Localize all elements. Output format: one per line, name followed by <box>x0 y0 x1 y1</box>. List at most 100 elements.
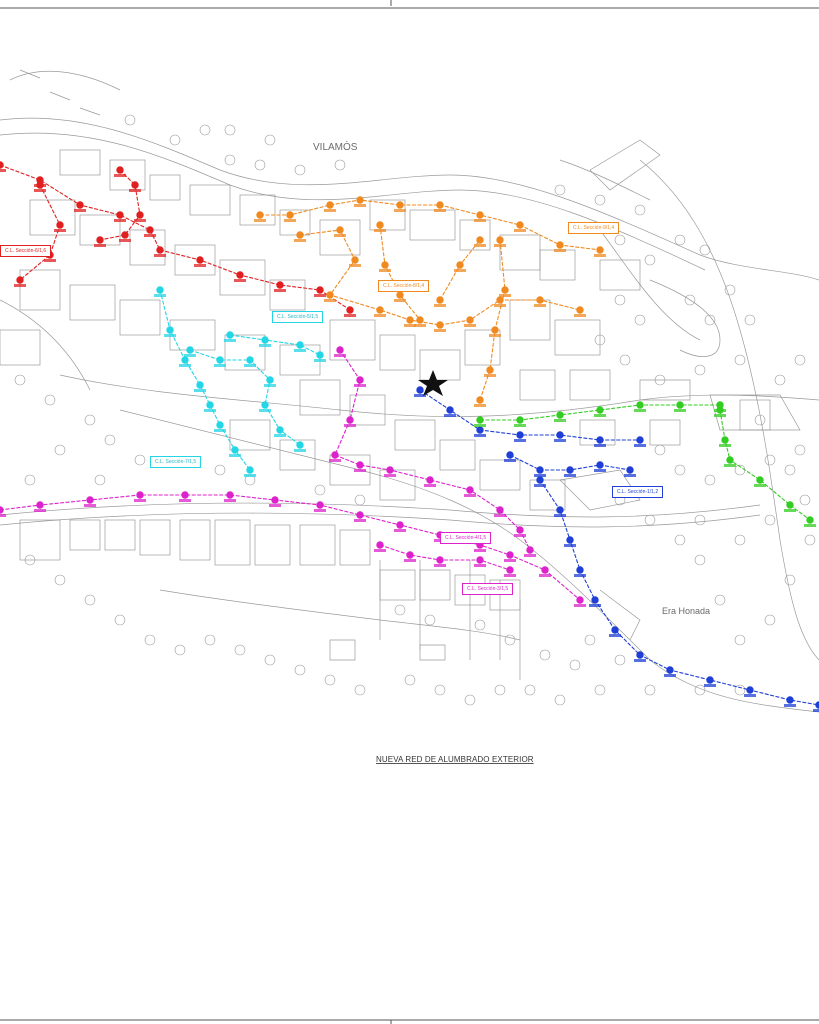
lamp-tag-green-2-4 <box>784 509 796 512</box>
lamp-tag-cyan-2-0 <box>184 354 196 357</box>
building-39 <box>379 469 416 501</box>
lamp-magenta-2-1 <box>356 376 364 384</box>
lamp-tag-blue-3-5 <box>609 634 621 637</box>
lamp-tag-orange-2 <box>324 209 336 212</box>
lamp-cyan-7 <box>246 466 254 474</box>
tree-34 <box>784 574 796 586</box>
lamp-tag-cyan-3-3 <box>314 359 326 362</box>
lamp-red-10 <box>346 306 354 314</box>
building-49 <box>339 529 371 566</box>
lamp-tag-blue-3-9 <box>744 694 756 697</box>
lamp-orange-2-1 <box>336 226 344 234</box>
lamp-cyan-0 <box>156 286 164 294</box>
tree-70 <box>24 474 36 486</box>
lamp-magenta-3-4 <box>506 566 514 574</box>
lamp-tag-magenta-7 <box>314 509 326 512</box>
lamp-green-2-5 <box>806 516 814 524</box>
lamp-tag-red-branch-2-2 <box>134 219 146 222</box>
building-55 <box>0 329 41 366</box>
lamp-tag-cyan-4 <box>204 409 216 412</box>
tree-82 <box>734 684 746 696</box>
lamp-tag-magenta-14 <box>574 604 586 607</box>
tree-68 <box>134 454 146 466</box>
lamp-tag-magenta-2-6 <box>424 484 436 487</box>
lamp-blue-2 <box>476 426 484 434</box>
tree-24 <box>734 354 746 366</box>
lamp-cyan-1 <box>166 326 174 334</box>
lamp-green-2-0 <box>716 406 724 414</box>
lamp-tag-blue-3-10 <box>784 704 796 707</box>
lamp-tag-red-9 <box>314 294 326 297</box>
lamp-tag-green-2-0 <box>714 414 726 417</box>
building-21 <box>169 319 216 351</box>
lamp-cyan-6 <box>231 446 239 454</box>
lamp-tag-blue-1 <box>444 414 456 417</box>
building-51 <box>419 569 451 601</box>
lamp-blue-3-9 <box>746 686 754 694</box>
tree-61 <box>524 684 536 696</box>
tree-7 <box>224 154 236 166</box>
lamp-blue-4 <box>556 431 564 439</box>
lamp-tag-red-4 <box>144 234 156 237</box>
lamp-magenta-3-2 <box>436 556 444 564</box>
lamp-blue-3-1 <box>556 506 564 514</box>
tree-0 <box>124 114 136 126</box>
tree-88 <box>784 464 796 476</box>
building-24 <box>329 319 376 361</box>
lamp-tag-green-1 <box>514 424 526 427</box>
lamp-tag-orange-2-4 <box>374 314 386 317</box>
lamp-red-branch-3 <box>16 276 24 284</box>
circuit-label-c3: C.L. Sección-3/1,5 <box>462 583 514 595</box>
tree-41 <box>654 444 666 456</box>
tree-47 <box>84 594 96 606</box>
lamp-orange-0 <box>256 211 264 219</box>
tree-76 <box>394 604 406 616</box>
lamp-tag-blue-5 <box>594 444 606 447</box>
tree-30 <box>694 554 706 566</box>
lamp-tag-blue-2-0 <box>504 459 516 462</box>
lamp-orange-4-0 <box>496 236 504 244</box>
lamp-tag-magenta-3 <box>134 499 146 502</box>
building-38 <box>329 454 371 486</box>
building-2 <box>149 174 181 201</box>
circuit-label-c5: C.L. Sección-5/1,5 <box>272 311 324 323</box>
lamp-tag-orange-8 <box>554 249 566 252</box>
lamp-tag-cyan-3-2 <box>294 349 306 352</box>
building-26 <box>419 349 461 381</box>
lamp-tag-blue-3-6 <box>634 659 646 662</box>
lamp-tag-green-4 <box>634 409 646 412</box>
lamp-tag-magenta-12 <box>504 559 516 562</box>
lamp-orange-2-6 <box>436 321 444 329</box>
lamp-cyan-2 <box>181 356 189 364</box>
lamp-tag-magenta-2-1 <box>354 384 366 387</box>
lamp-cyan-3-1 <box>261 336 269 344</box>
lamp-tag-orange-2-7 <box>464 324 476 327</box>
tree-81 <box>694 684 706 696</box>
lamp-green-2 <box>556 411 564 419</box>
tree-78 <box>584 634 596 646</box>
lamp-tag-magenta-2-2 <box>344 424 356 427</box>
lamp-green-0 <box>476 416 484 424</box>
lamp-tag-green-2-2 <box>724 464 736 467</box>
control-panel-symbol <box>418 370 448 396</box>
lamp-tag-blue-2-4 <box>624 474 636 477</box>
lamp-blue-3-0 <box>536 476 544 484</box>
building-17 <box>269 279 306 311</box>
circuit-label-c8: C.L. Sección-8/1,4 <box>378 280 430 292</box>
building-53 <box>489 579 521 611</box>
lamp-tag-cyan-2-1 <box>214 364 226 367</box>
tree-54 <box>294 664 306 676</box>
lamp-tag-blue-3-1 <box>554 514 566 517</box>
lamp-tag-red-10 <box>344 314 356 317</box>
lamp-orange-4-3 <box>486 366 494 374</box>
lamp-tag-magenta-11 <box>474 549 486 552</box>
building-31 <box>519 369 556 401</box>
circuit-line-green-2 <box>719 409 811 521</box>
lamp-tag-magenta-2-0 <box>334 354 346 357</box>
building-32 <box>299 379 341 416</box>
lamp-tag-magenta-2-8 <box>494 514 506 517</box>
tree-26 <box>794 354 806 366</box>
lamp-tag-cyan-3 <box>194 389 206 392</box>
tree-1 <box>169 134 181 146</box>
